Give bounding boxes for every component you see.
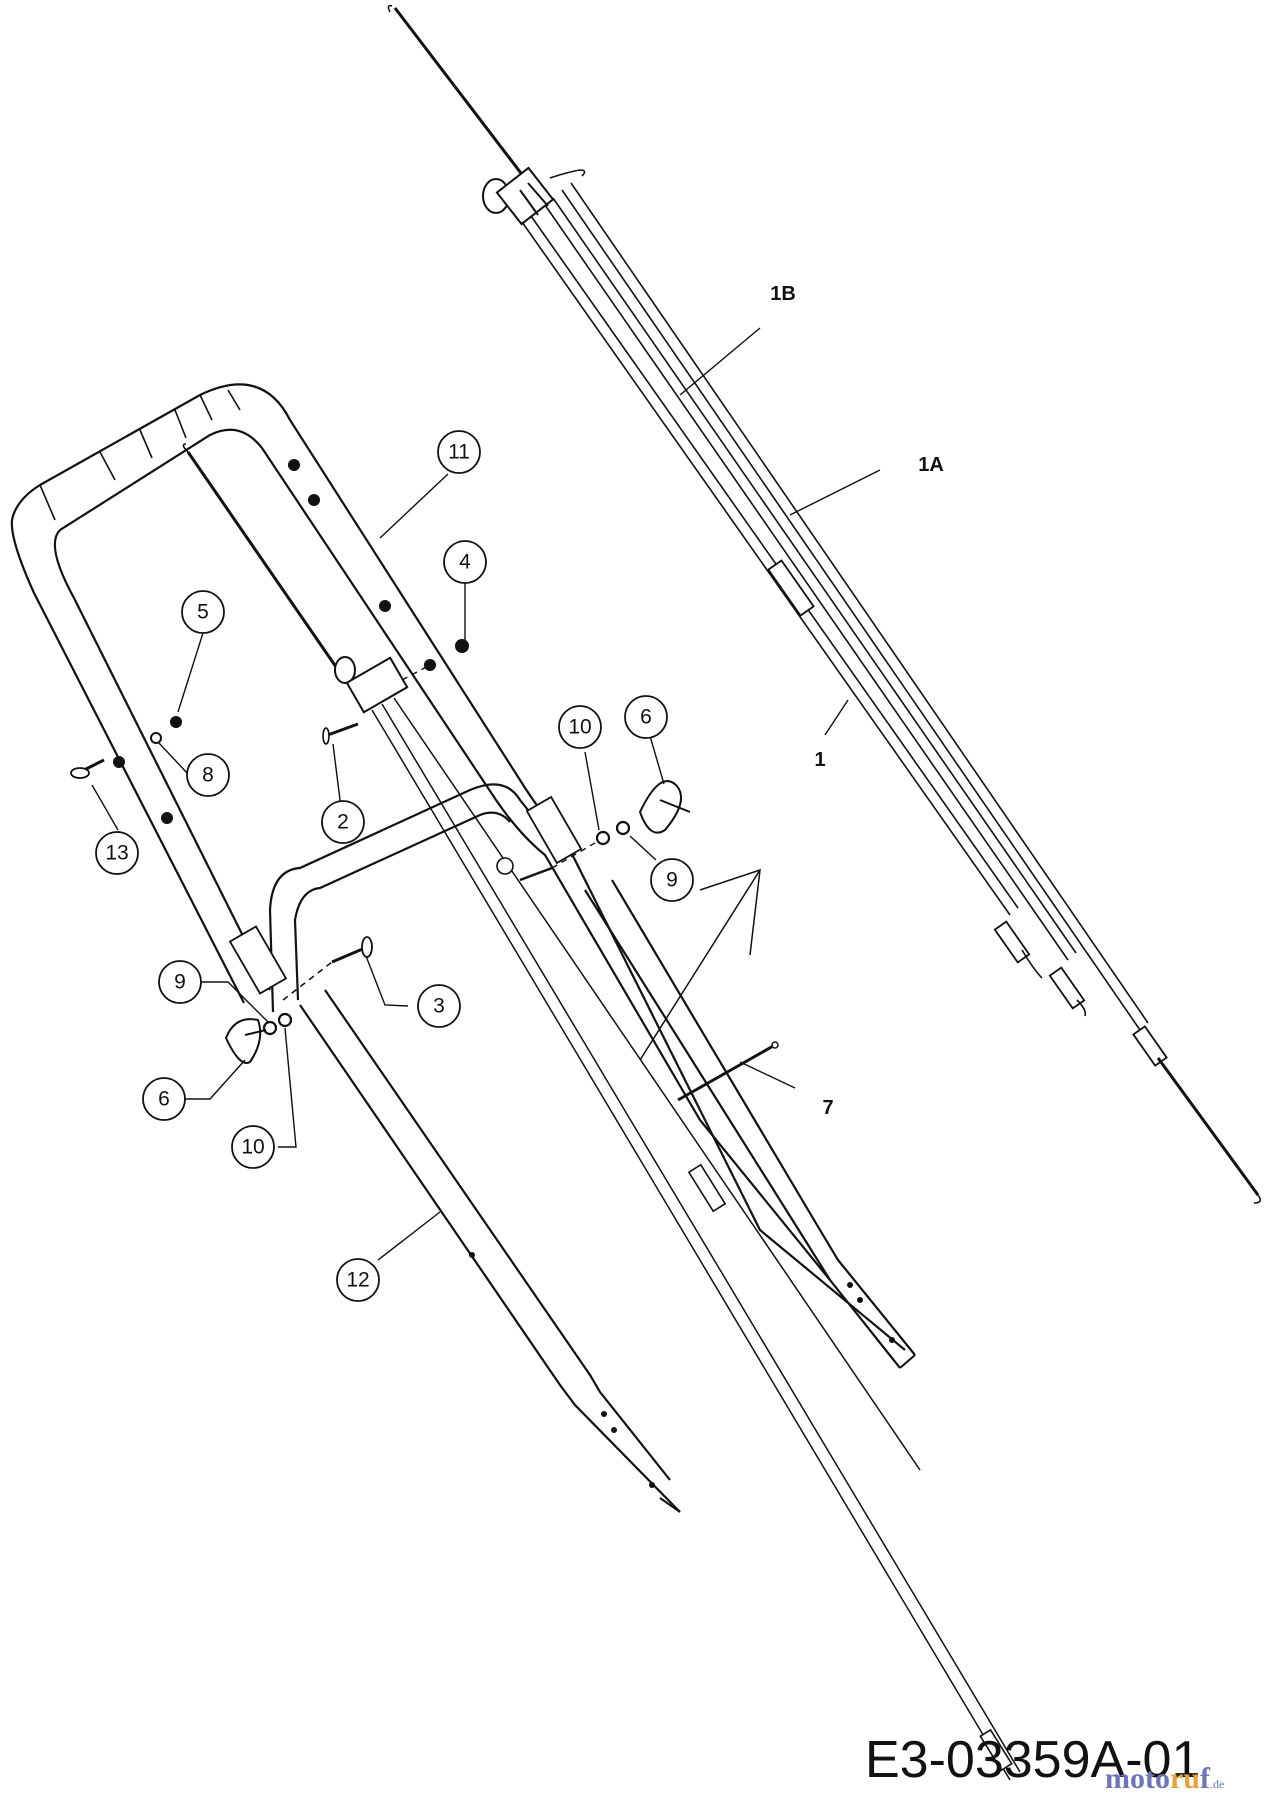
handle-lug <box>424 659 436 671</box>
lower-cable-adjuster <box>687 1163 727 1213</box>
assembly-direction-arrow <box>639 868 761 1061</box>
cable-adjuster-1A <box>767 559 815 617</box>
washer <box>150 732 162 744</box>
label-1A: 1A <box>918 454 944 476</box>
svg-text:9: 9 <box>174 971 186 994</box>
callout-11: 11 <box>437 430 481 474</box>
cable-1B-sheath-b <box>552 197 1077 954</box>
cable-end-fitting-1B <box>1048 966 1086 1010</box>
cable-1A-sheath-a <box>561 189 1141 1031</box>
handle-lug <box>288 459 300 471</box>
lower-cable-c <box>393 697 921 1471</box>
washer <box>615 820 631 836</box>
cable-1A-sheath-b <box>570 182 1149 1024</box>
svg-text:2: 2 <box>337 811 349 834</box>
cable-1-sheath-a <box>521 221 1011 916</box>
callout-8: 8 <box>186 753 230 797</box>
washer <box>277 1012 293 1028</box>
upper-handle-outer <box>10 383 906 1351</box>
cable-tie <box>677 1043 776 1102</box>
callout-12: 12 <box>336 1258 380 1302</box>
handle-lug <box>379 600 391 612</box>
callout-3: 3 <box>417 984 461 1028</box>
cable-1A-wire-end <box>1156 1057 1260 1196</box>
cable-1B-sheath-a <box>544 204 1069 961</box>
mid-control-bracket <box>345 656 409 714</box>
callout-10-right: 10 <box>558 705 602 749</box>
callout-13: 13 <box>95 831 139 875</box>
handle-grip-segments <box>39 389 241 521</box>
callout-6-left: 6 <box>142 1077 186 1121</box>
lower-handle-left-outer <box>299 1004 681 1513</box>
callouts: 11 4 5 8 13 2 10 6 9 3 9 6 10 12 <box>95 430 694 1302</box>
callout-4: 4 <box>443 540 487 584</box>
bracket-spring <box>549 169 586 179</box>
handle-crossbar-inner <box>293 811 511 1001</box>
label-7: 7 <box>822 1097 833 1119</box>
upper-handle-inner <box>53 428 831 1281</box>
lower-handle-right-inner <box>584 889 901 1369</box>
handle-knob <box>224 1018 262 1064</box>
handle-knob <box>638 780 683 834</box>
svg-text:9: 9 <box>666 869 678 892</box>
nut <box>455 639 469 653</box>
lower-handle-right-outer <box>611 879 916 1356</box>
label-1: 1 <box>814 749 825 771</box>
handle-lug <box>161 812 173 824</box>
svg-text:10: 10 <box>241 1136 264 1159</box>
washer <box>262 1020 278 1036</box>
watermark-logo: motoruf.de <box>1105 1762 1225 1795</box>
svg-text:10: 10 <box>568 716 591 739</box>
svg-text:3: 3 <box>433 995 445 1018</box>
handle-lug <box>113 756 125 768</box>
cable-1-sheath-b <box>530 215 1019 909</box>
handle-crossbar-outer <box>268 783 561 1013</box>
nut <box>170 716 182 728</box>
lower-handle-left-inner <box>324 989 671 1481</box>
upper-handle <box>10 383 1021 1781</box>
brake-cable-wire <box>186 451 347 681</box>
label-1B: 1B <box>770 283 796 305</box>
cable-end-fitting-1 <box>993 920 1031 964</box>
leader-lines <box>91 327 881 1261</box>
lower-cable-a <box>371 709 1011 1781</box>
callout-2: 2 <box>321 800 365 844</box>
right-handle-bracket <box>525 795 583 865</box>
cable-1A-hook <box>1253 1194 1262 1204</box>
mid-control-knob <box>334 656 356 684</box>
svg-text:12: 12 <box>346 1269 369 1292</box>
svg-text:11: 11 <box>448 441 470 464</box>
cable-assembly <box>387 4 1262 1204</box>
callout-10-left: 10 <box>231 1125 275 1169</box>
cable-end-fitting-1A <box>1132 1025 1168 1067</box>
svg-text:13: 13 <box>105 842 128 865</box>
svg-text:6: 6 <box>640 706 652 729</box>
drawing-number: E3-03359A-01 <box>865 1731 1201 1789</box>
handle-lug <box>308 494 320 506</box>
svg-text:8: 8 <box>202 764 214 787</box>
svg-text:6: 6 <box>158 1088 170 1111</box>
lower-handle <box>299 879 916 1513</box>
callout-9-left: 9 <box>158 960 202 1004</box>
left-handle-bracket <box>228 925 288 995</box>
callout-5: 5 <box>181 590 225 634</box>
upper-cable-hook <box>387 4 393 13</box>
carriage-bolt <box>331 946 366 964</box>
hardware <box>70 639 779 1102</box>
plain-labels: 1B 1A 1 7 <box>770 283 944 1119</box>
svg-text:5: 5 <box>197 601 209 624</box>
upper-cable-wire <box>393 7 532 186</box>
washer <box>595 830 611 846</box>
lower-cable-b <box>381 703 1021 1773</box>
callout-6-right: 6 <box>624 695 668 739</box>
callout-9-right: 9 <box>650 858 694 902</box>
svg-text:4: 4 <box>459 551 471 574</box>
carriage-bolt <box>324 722 359 738</box>
lower-cable-end <box>979 1728 1013 1772</box>
